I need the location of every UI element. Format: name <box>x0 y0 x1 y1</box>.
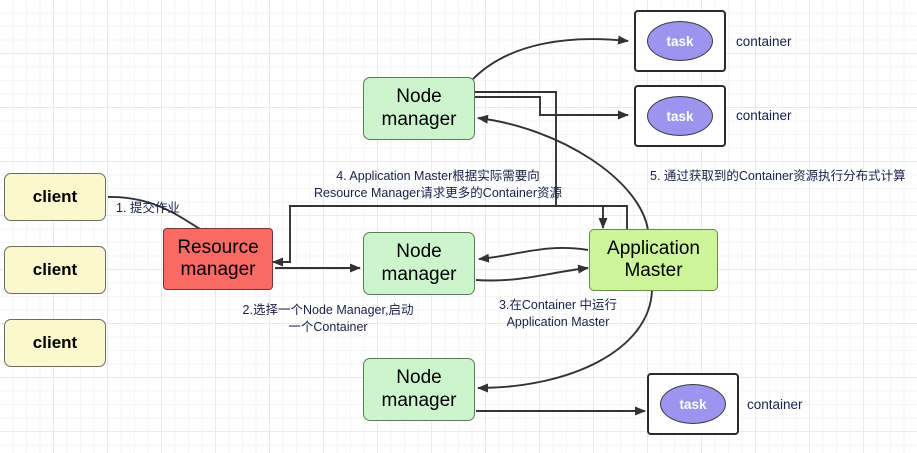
resource-manager-label-line2: manager <box>180 259 256 280</box>
client-box-3[interactable]: client <box>4 319 106 367</box>
node-manager-label-line1: Node <box>396 367 442 389</box>
application-master-label-line1: Application <box>607 237 700 259</box>
edge-rm-to-am-down <box>473 91 608 229</box>
edge-label-step3: 3.在Container 中运行 Application Master <box>498 298 618 329</box>
resource-manager-label-line1: Resource <box>177 236 259 258</box>
edge-am-to-nm-middle <box>478 247 589 263</box>
task-label: task <box>666 108 694 124</box>
resource-manager-box[interactable]: Resource manager <box>163 228 273 290</box>
edge-am-to-nm-bottom <box>477 289 653 393</box>
edge-label-step5: 5. 通过获取到的Container资源执行分布式计算 <box>650 169 906 183</box>
node-manager-label-line2: manager <box>381 389 457 411</box>
task-ellipse-1: task <box>647 21 713 61</box>
container-caption-1: container <box>736 34 792 49</box>
container-caption-2: container <box>736 108 792 123</box>
container-box-1[interactable]: task <box>634 10 726 72</box>
edge-nm-top-to-container-1 <box>472 35 629 80</box>
client-box-1[interactable]: client <box>4 173 106 221</box>
application-master-label-line2: Master <box>624 260 683 281</box>
client-label: client <box>32 186 78 206</box>
task-ellipse-3: task <box>660 384 726 424</box>
edge-am-to-nm-top <box>477 114 649 231</box>
task-ellipse-2: task <box>647 96 713 136</box>
client-box-2[interactable]: client <box>4 246 106 294</box>
node-manager-top-box[interactable]: Node manager <box>363 77 475 140</box>
client-label: client <box>32 332 78 352</box>
task-label: task <box>679 396 707 412</box>
edge-am-to-rm <box>272 205 628 267</box>
node-manager-middle-box[interactable]: Node manager <box>363 232 475 295</box>
container-box-2[interactable]: task <box>634 85 726 147</box>
node-manager-label-line2: manager <box>381 108 457 130</box>
node-manager-label-line1: Node <box>396 86 442 108</box>
edge-label-step4: 4. Application Master根据实际需要向 Resource Ma… <box>313 169 562 200</box>
edge-label-step1: 1. 提交作业 <box>116 201 180 215</box>
edge-label-step2: 2.选择一个Node Manager,启动 一个Container <box>242 303 414 334</box>
edge-nm-top-to-container-2 <box>473 96 629 120</box>
application-master-box[interactable]: Application Master <box>589 229 718 291</box>
node-manager-label-line1: Node <box>396 241 442 263</box>
node-manager-bottom-box[interactable]: Node manager <box>363 358 475 421</box>
container-caption-3: container <box>747 397 803 412</box>
task-label: task <box>666 33 694 49</box>
client-label: client <box>32 259 78 279</box>
edge-nm-middle-to-am <box>475 264 589 282</box>
container-box-3[interactable]: task <box>647 373 739 435</box>
node-manager-label-line2: manager <box>381 263 457 285</box>
